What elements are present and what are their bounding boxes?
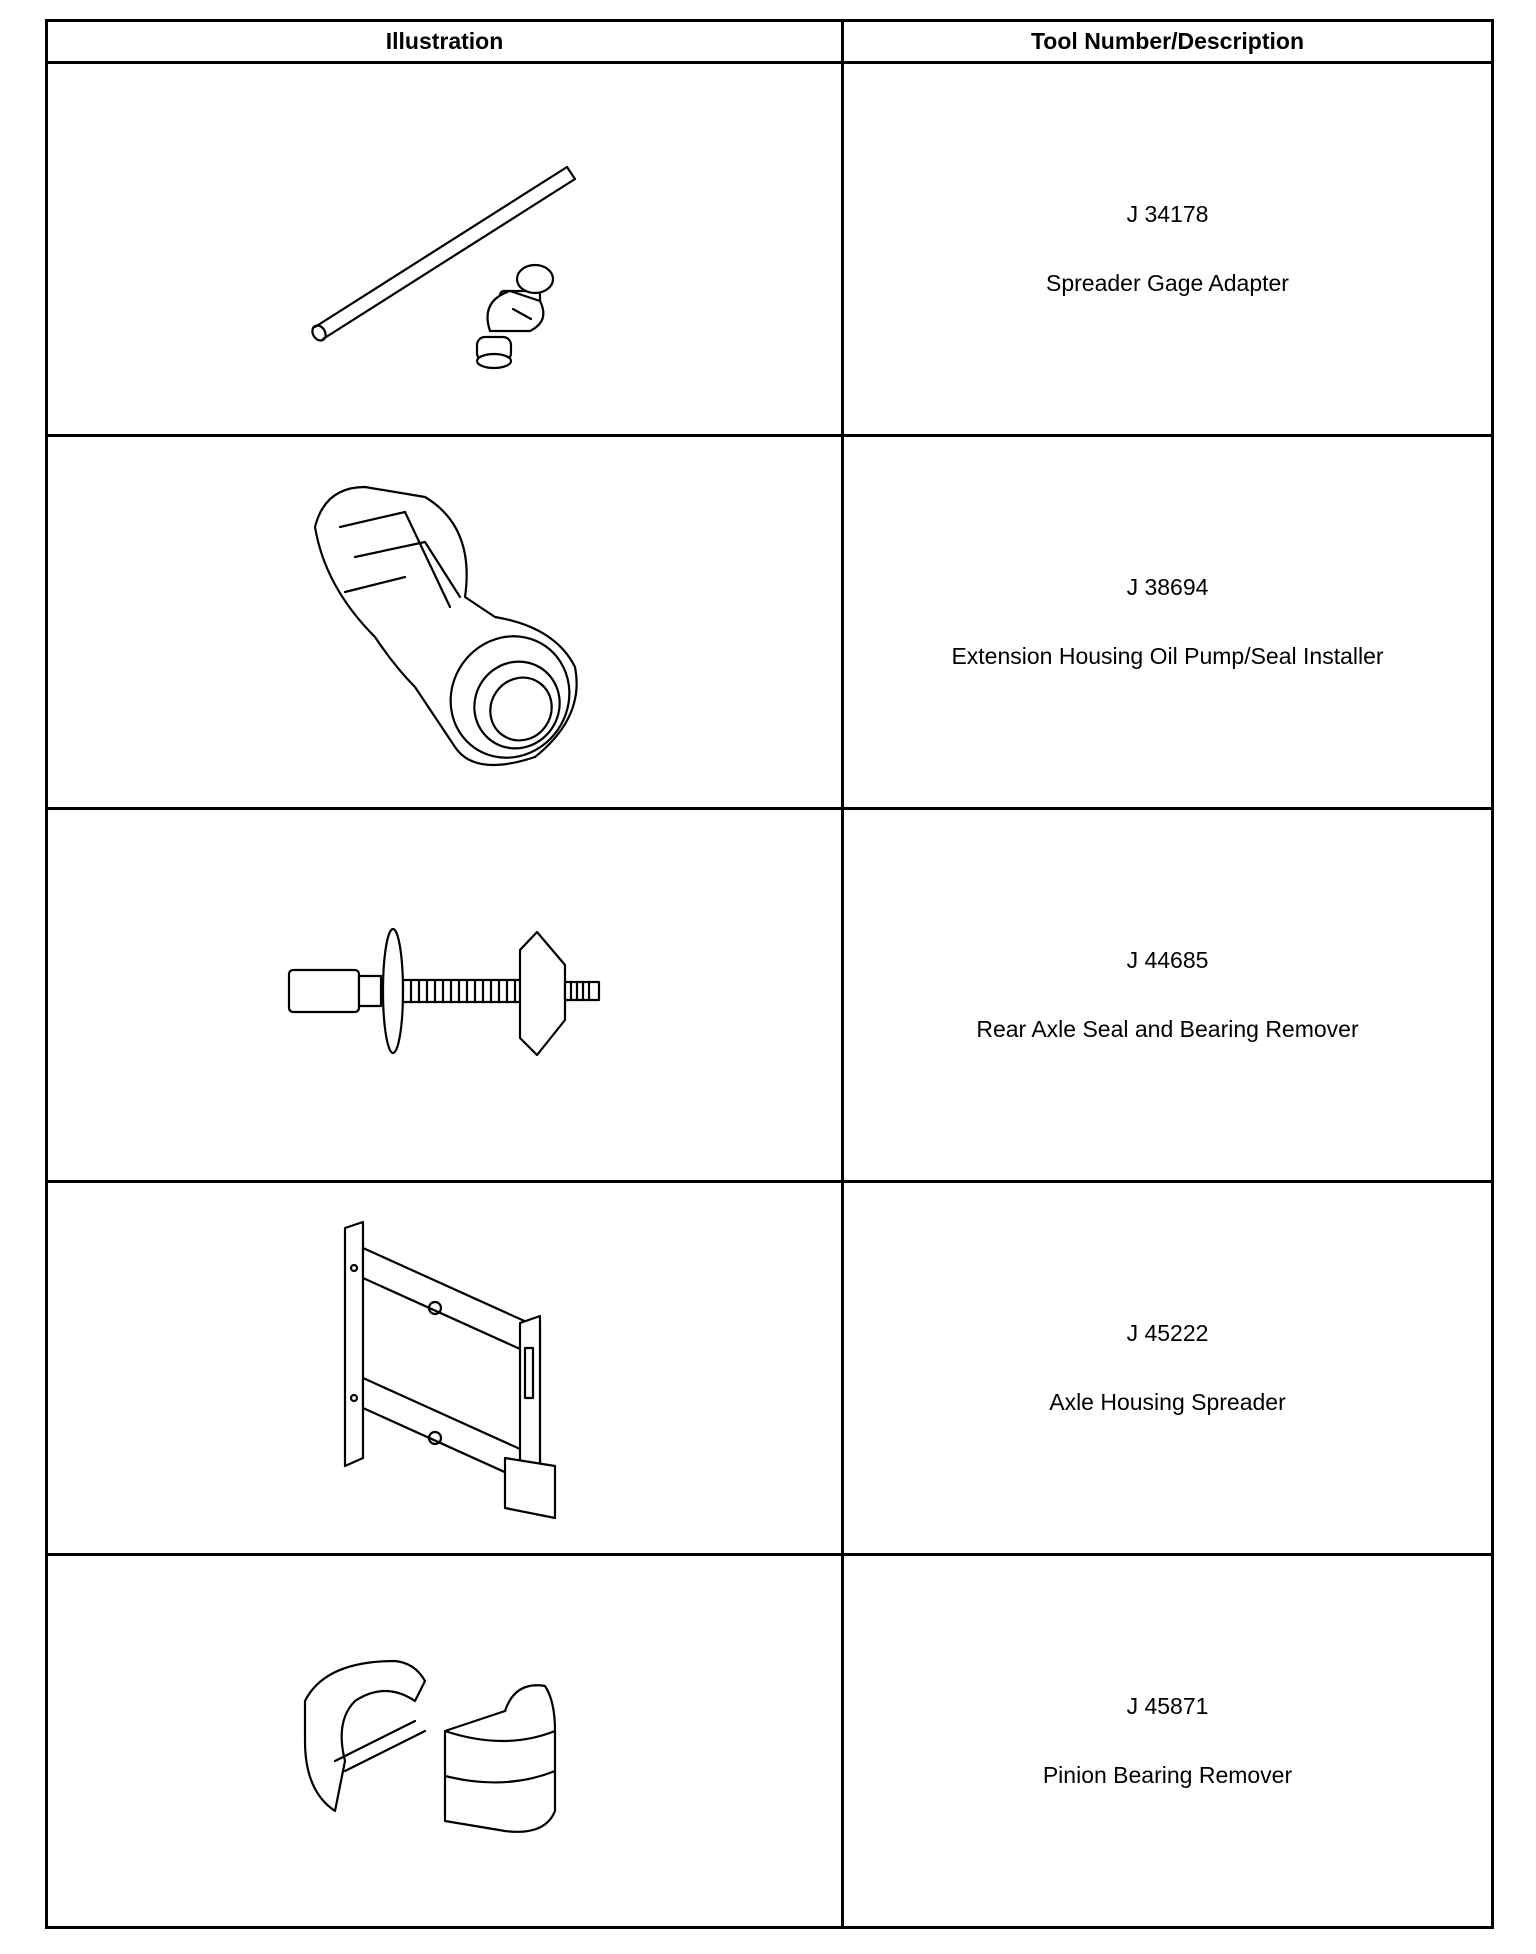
pinion-bearing-remover-illustration xyxy=(303,1659,556,1833)
description-cell: J 38694 Extension Housing Oil Pump/Seal … xyxy=(841,434,1494,810)
tool-number: J 34178 xyxy=(1126,201,1209,227)
spreader-gage-adapter-illustration xyxy=(310,165,576,370)
table-row: J 45222 Axle Housing Spreader xyxy=(45,1180,1494,1556)
header-row: Illustration Tool Number/Description xyxy=(45,19,1494,64)
axle-housing-spreader-illustration xyxy=(343,1220,556,1520)
tool-description: Axle Housing Spreader xyxy=(1049,1389,1286,1415)
illustration-cell xyxy=(45,807,844,1183)
illustration-cell xyxy=(45,434,844,810)
tool-number: J 45871 xyxy=(1126,1693,1209,1719)
description-cell: J 45222 Axle Housing Spreader xyxy=(841,1180,1494,1556)
table-row: J 44685 Rear Axle Seal and Bearing Remov… xyxy=(45,807,1494,1183)
illustration-cell xyxy=(45,1180,844,1556)
seal-bearing-remover-illustration xyxy=(287,927,600,1057)
tool-description: Pinion Bearing Remover xyxy=(1042,1762,1293,1788)
tool-description: Spreader Gage Adapter xyxy=(1046,270,1289,296)
tool-header: Tool Number/Description xyxy=(841,19,1494,64)
table-row: J 34178 Spreader Gage Adapter xyxy=(45,61,1494,437)
table-row: J 38694 Extension Housing Oil Pump/Seal … xyxy=(45,434,1494,810)
tool-description: Rear Axle Seal and Bearing Remover xyxy=(976,1016,1359,1042)
illustration-cell xyxy=(45,1553,844,1929)
description-cell: J 44685 Rear Axle Seal and Bearing Remov… xyxy=(841,807,1494,1183)
table-row: J 45871 Pinion Bearing Remover xyxy=(45,1553,1494,1929)
tool-description: Extension Housing Oil Pump/Seal Installe… xyxy=(951,643,1384,669)
tool-number: J 45222 xyxy=(1126,1320,1209,1346)
oil-pump-seal-installer-illustration xyxy=(313,485,578,767)
tool-number: J 38694 xyxy=(1126,574,1209,600)
illustration-cell xyxy=(45,61,844,437)
special-tools-table: Illustration Tool Number/Description xyxy=(45,19,1494,1929)
description-cell: J 45871 Pinion Bearing Remover xyxy=(841,1553,1494,1929)
tool-number: J 44685 xyxy=(1126,947,1209,973)
illustration-header: Illustration xyxy=(45,19,844,64)
description-cell: J 34178 Spreader Gage Adapter xyxy=(841,61,1494,437)
